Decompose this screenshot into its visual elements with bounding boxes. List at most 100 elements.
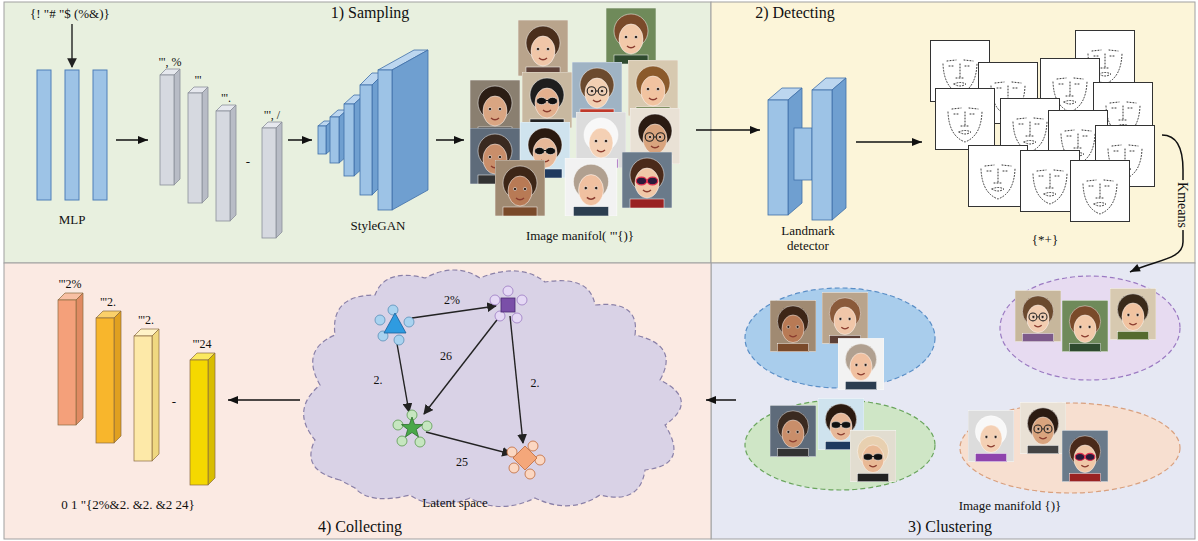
text-holder: 2.	[529, 373, 542, 391]
stylegan-slabs	[330, 117, 339, 163]
flow-arrow	[856, 138, 922, 146]
flow-arrow	[696, 126, 760, 134]
face-collage	[636, 177, 657, 185]
panel: 4) CollectingLatent space"'2%"'2."'2.-"'…	[4, 263, 711, 539]
detector-blocks	[768, 78, 846, 220]
latent-vectors: "', % "' "'. - "', /	[148, 48, 288, 244]
latent-graph-links	[396, 306, 523, 454]
arrow-head	[1130, 264, 1141, 272]
latent-points	[394, 335, 404, 345]
annotation-label: 26	[438, 350, 454, 364]
flow-arrow	[436, 136, 464, 144]
detector-blocks	[768, 100, 788, 215]
arrow-line	[228, 399, 300, 401]
cluster-faces	[770, 288, 1156, 482]
latent-vector-bars	[160, 75, 174, 185]
mlp-bars	[65, 70, 79, 200]
text-holder: 26	[438, 346, 454, 364]
node-label: -	[246, 155, 250, 170]
panel-title: 2) Detecting	[755, 4, 835, 22]
latent-points	[517, 295, 527, 305]
face-collage	[470, 80, 520, 136]
arrow-head	[454, 136, 464, 144]
face-collage	[535, 147, 556, 154]
text-holder: "', /	[264, 105, 280, 123]
latent-vector-bars	[160, 69, 282, 238]
latent-vector-bars	[216, 111, 230, 221]
latent-points	[490, 295, 500, 305]
text-holder: -	[172, 392, 176, 410]
node-label: Image manifold {)}	[959, 499, 1062, 514]
latent-points	[388, 305, 398, 315]
text-holder: Image manifol( "'{)}	[526, 226, 634, 244]
stylegan-slabs	[344, 104, 354, 176]
node-label: "'2.	[138, 314, 154, 328]
latent-points	[375, 286, 545, 479]
node-label: "', %	[158, 56, 181, 70]
annotation-label: {! "# "$ (%&)}	[30, 7, 110, 22]
node-label: "'24	[192, 338, 211, 352]
stylegan-slabs	[378, 70, 392, 210]
latent-graph-links	[396, 338, 409, 412]
latent-points	[422, 421, 432, 431]
cluster-faces	[968, 410, 1014, 462]
collected-bars	[208, 353, 215, 485]
text-holder: MLP	[59, 210, 86, 228]
input-arrow	[71, 24, 72, 67]
stylegan-slabs	[360, 85, 372, 195]
text-holder: "', %	[158, 52, 181, 70]
cluster-faces	[1062, 300, 1108, 352]
panel-title: 3) Clustering	[908, 518, 992, 536]
face-collage	[565, 158, 617, 216]
landmark-cards	[969, 146, 1028, 207]
latent-points	[503, 286, 513, 296]
latent-points	[375, 305, 414, 345]
cluster-faces	[850, 430, 896, 482]
text-holder: "'.	[221, 88, 231, 106]
panel-title: 1) Sampling	[331, 4, 410, 22]
text-holder: 2.	[372, 370, 385, 388]
face-collage	[518, 20, 568, 76]
text-holder: "'	[194, 70, 201, 88]
collected-bars	[190, 360, 208, 485]
text-holder: 0 1 "{2%&2. &2. &2 24}	[61, 495, 195, 513]
flow-arrow	[706, 396, 736, 404]
stylegan-slabs	[318, 50, 428, 210]
detector-blocks	[832, 78, 846, 220]
cluster-faces	[831, 422, 850, 429]
cluster-faces	[1062, 430, 1108, 482]
stylegan-slabs	[318, 126, 326, 154]
node-label: Latent space	[422, 496, 487, 511]
cluster-faces	[1075, 453, 1095, 460]
annotation-label: 2.	[372, 374, 385, 388]
collected-bars	[76, 293, 83, 425]
latent-vector-bars	[174, 69, 180, 185]
node-label: 0 1 "{2%&2. &2. &2 24}	[61, 498, 195, 513]
arrow-head	[138, 136, 148, 144]
cluster-ellipses	[745, 276, 1180, 493]
face-collage	[628, 60, 678, 116]
text-holder: 3) Clustering	[908, 518, 992, 536]
collected-bars	[152, 329, 159, 461]
collected-bars	[58, 293, 215, 485]
landmark-cards	[936, 89, 995, 150]
collected-bars	[134, 336, 152, 461]
latent-points	[384, 313, 406, 333]
cluster-faces	[770, 405, 816, 457]
latent-points	[512, 313, 522, 323]
latent-points	[397, 436, 407, 446]
face-collage	[470, 8, 680, 216]
latent-space-cloud: Latent space	[300, 268, 706, 514]
text-holder: "'2.	[138, 310, 154, 328]
text-holder: {! "# "$ (%&)}	[30, 4, 110, 22]
face-collage	[606, 8, 656, 64]
face-collage	[537, 97, 558, 104]
flow-arrow	[288, 136, 312, 144]
latent-graph-links	[426, 432, 511, 454]
latent-graph-links	[510, 316, 523, 443]
arrow-head	[228, 396, 238, 404]
latent-graph-links	[424, 316, 500, 414]
